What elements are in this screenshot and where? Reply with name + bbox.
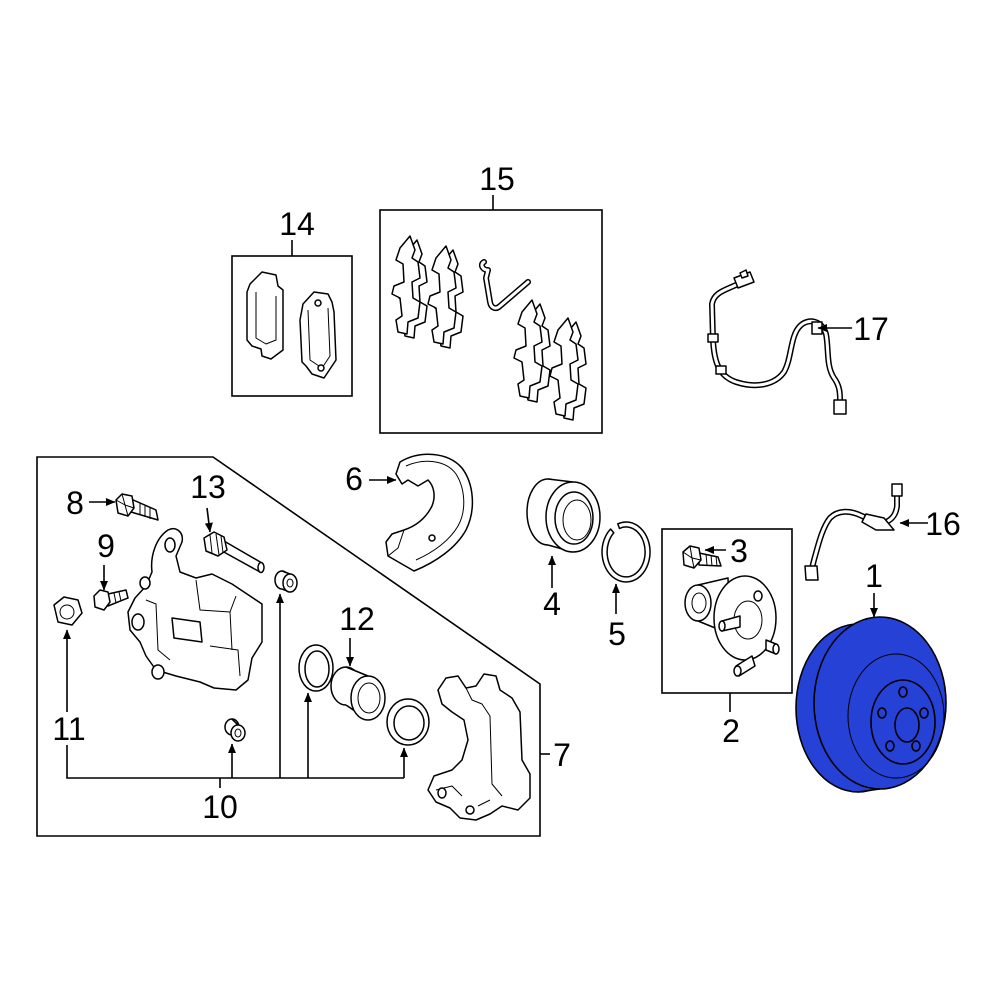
caliper-group bbox=[36, 456, 541, 837]
brake-pad-outer bbox=[299, 291, 337, 379]
pad-clip-4 bbox=[549, 317, 587, 421]
anti-rattle-spring bbox=[478, 259, 531, 312]
callout-11: 11 bbox=[52, 711, 85, 747]
caliper-group-outline bbox=[36, 456, 541, 837]
caliper-bracket bbox=[427, 673, 531, 821]
pad-set-group bbox=[231, 255, 353, 397]
wheel-bearing bbox=[526, 478, 601, 553]
callout-1: 1 bbox=[865, 558, 883, 594]
brake-pad-inner bbox=[246, 271, 284, 360]
callout-17: 17 bbox=[853, 311, 889, 347]
callout-5: 5 bbox=[608, 616, 626, 652]
hardware-kit-group bbox=[379, 209, 603, 434]
callout-10-leader bbox=[66, 593, 409, 788]
pad-clip-2 bbox=[427, 245, 464, 349]
brake-hose bbox=[804, 483, 903, 581]
callout-13-leader bbox=[204, 507, 213, 533]
callout-9: 9 bbox=[97, 528, 115, 564]
guide-pin bbox=[203, 531, 265, 574]
callout-13: 13 bbox=[190, 469, 226, 505]
abs-sensor-wire bbox=[707, 269, 847, 415]
pad-clip-3 bbox=[513, 299, 551, 403]
caliper-bolt bbox=[115, 493, 159, 521]
callout-8: 8 bbox=[66, 485, 84, 521]
leader-lines bbox=[62, 195, 928, 788]
dust-shield bbox=[385, 453, 474, 572]
caliper-piston bbox=[330, 666, 386, 721]
callout-labels: 1 2 3 4 5 6 7 8 9 10 11 12 13 14 15 16 1… bbox=[52, 161, 960, 825]
hardware-kit-box bbox=[379, 209, 603, 434]
callout-6: 6 bbox=[345, 461, 363, 497]
caliper-nut bbox=[53, 596, 83, 626]
callout-3: 3 bbox=[730, 533, 748, 569]
callout-16: 16 bbox=[925, 506, 961, 542]
bleeder-bolt bbox=[93, 589, 129, 611]
callout-2: 2 bbox=[722, 713, 740, 749]
callout-12: 12 bbox=[339, 601, 375, 637]
bushing-lower bbox=[224, 718, 246, 742]
piston-boot bbox=[386, 698, 430, 746]
brake-rotor bbox=[795, 616, 947, 793]
pad-clip-1 bbox=[391, 235, 428, 339]
callout-4: 4 bbox=[543, 586, 561, 622]
hub-group bbox=[661, 528, 793, 694]
callout-14: 14 bbox=[279, 206, 315, 242]
snap-ring bbox=[601, 521, 651, 583]
callout-7: 7 bbox=[553, 737, 571, 773]
callout-10: 10 bbox=[202, 789, 238, 825]
piston-seal bbox=[298, 644, 334, 692]
caliper-body bbox=[127, 528, 263, 691]
bushing-upper bbox=[274, 570, 298, 593]
wheel-hub bbox=[684, 575, 780, 677]
hub-box bbox=[661, 528, 793, 694]
callout-15: 15 bbox=[479, 161, 515, 197]
hub-bolt bbox=[682, 545, 722, 569]
